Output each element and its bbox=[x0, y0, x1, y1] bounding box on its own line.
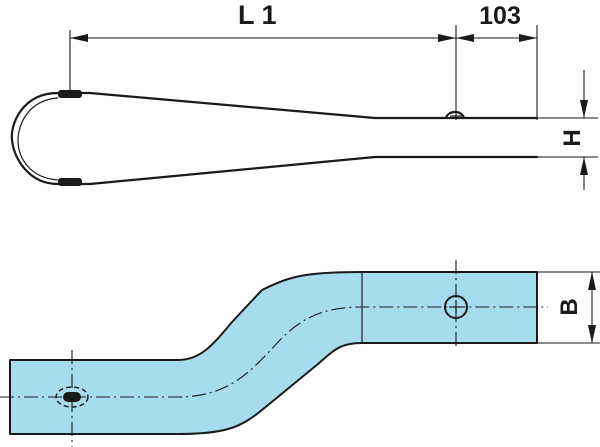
length-label: L 1 bbox=[238, 0, 277, 30]
dimension-b: B bbox=[537, 271, 600, 344]
arrowhead-h-top bbox=[580, 100, 588, 118]
clamp-pad-bottom bbox=[58, 178, 82, 186]
arrowhead-103-left bbox=[456, 34, 474, 42]
mounting-hole-right bbox=[444, 295, 468, 319]
arrowhead-left bbox=[70, 34, 88, 42]
slot-hole-left bbox=[63, 392, 81, 402]
dimension-h: H bbox=[537, 70, 598, 190]
height-label: H bbox=[559, 129, 586, 146]
width-label: B bbox=[556, 298, 583, 315]
dimension-l1: L 1 bbox=[69, 0, 457, 120]
rivet-top bbox=[444, 110, 466, 120]
dimension-103: 103 bbox=[456, 2, 538, 120]
clamp-pad-top bbox=[58, 90, 82, 98]
centerline bbox=[0, 306, 548, 398]
bracket-profile-inner bbox=[17, 97, 59, 181]
plan-view: B bbox=[0, 260, 600, 447]
offset-label: 103 bbox=[479, 2, 521, 30]
arrowhead-h-bottom bbox=[580, 157, 588, 175]
slot-outline-left bbox=[55, 386, 89, 408]
arrowhead-103-right bbox=[519, 34, 537, 42]
arrowhead-right bbox=[438, 34, 456, 42]
arrowhead-b-bottom bbox=[588, 325, 596, 343]
bracket-profile-outer bbox=[10, 91, 539, 186]
side-view: L 1 103 H bbox=[10, 0, 598, 190]
arrowhead-b-top bbox=[588, 272, 596, 290]
